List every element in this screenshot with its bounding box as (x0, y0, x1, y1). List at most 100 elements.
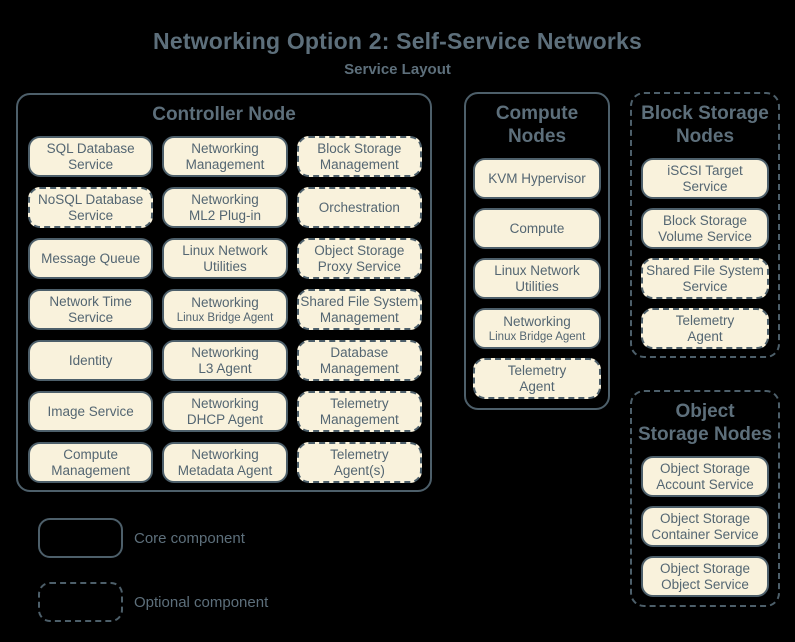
service-label: Object Storage (659, 510, 751, 526)
service-label: Object Service (661, 576, 749, 592)
service-label: Compute (63, 446, 119, 462)
node-block-storage-title: Block Storage Nodes (632, 102, 778, 148)
service-label: Proxy Service (317, 258, 401, 274)
service-label: Telemetry (675, 312, 735, 328)
service-label: Management (319, 309, 399, 325)
node-compute: Compute Nodes KVM Hypervisor Compute Lin… (464, 92, 610, 410)
legend-core-label: Core component (134, 529, 245, 547)
service-label: Linux Network (494, 262, 580, 278)
service-label: Utilities (515, 278, 559, 294)
service-label: Telemetry (330, 446, 389, 462)
service-label: Account Service (656, 476, 754, 492)
node-controller-title: Controller Node (18, 103, 430, 126)
page-title: Networking Option 2: Self-Service Networ… (153, 28, 642, 54)
service-label: Volume Service (658, 228, 752, 244)
service-label: Linux Network (182, 242, 268, 258)
node-title-line: Object (675, 401, 735, 422)
service-identity: Identity (28, 340, 154, 381)
service-label: Networking (191, 395, 259, 411)
service-label: Service (682, 278, 728, 294)
service-label: Service (682, 178, 728, 194)
node-title-line: Controller Node (152, 104, 296, 125)
service-label: Networking (191, 191, 259, 207)
service-label: Management (319, 156, 399, 172)
service-label: Service (68, 156, 114, 172)
service-label: L3 Agent (198, 360, 252, 376)
node-title-line: Compute (495, 103, 579, 124)
node-title-line: Block Storage (641, 103, 769, 124)
service-label: ML2 Plug-in (188, 207, 262, 223)
service-label: Utilities (203, 258, 247, 274)
service-message-queue: Message Queue (28, 238, 154, 279)
node-title-line: Nodes (675, 126, 735, 147)
node-compute-title: Compute Nodes (466, 102, 608, 148)
service-label: NoSQL Database (38, 191, 144, 207)
service-label: Compute (509, 220, 565, 236)
service-orchestration: Orchestration (296, 187, 422, 228)
service-label: DHCP Agent (186, 411, 264, 427)
service-label: Management (185, 156, 265, 172)
node-title-line: Storage Nodes (637, 424, 773, 445)
service-label: Message Queue (41, 250, 141, 266)
service-compute: Compute (473, 208, 601, 249)
service-label: Networking (191, 294, 259, 310)
node-title-line: Nodes (507, 126, 567, 147)
service-label: Management (51, 462, 131, 478)
page-subtitle: Service Layout (344, 61, 451, 78)
legend-core-swatch (38, 518, 123, 558)
service-label: Identity (68, 352, 113, 368)
service-label: KVM Hypervisor (488, 170, 586, 186)
service-label: Management (319, 360, 399, 376)
service-label: Metadata Agent (177, 462, 273, 478)
service-sublabel: Linux Bridge Agent (176, 311, 274, 324)
service-label: Telemetry (507, 362, 567, 378)
service-label: Orchestration (318, 199, 400, 215)
service-label: Networking (503, 313, 571, 329)
service-label: Networking (191, 344, 259, 360)
service-label: Networking (191, 446, 259, 462)
service-label: Object Storage (659, 460, 751, 476)
service-label: Shared File System (300, 293, 419, 309)
service-kvm-hypervisor: KVM Hypervisor (473, 158, 601, 199)
node-object-storage-title: Object Storage Nodes (632, 400, 778, 446)
service-label: Agent (519, 378, 555, 394)
service-label: Agent(s) (333, 462, 385, 478)
legend-optional-swatch (38, 582, 123, 622)
service-label: Image Service (47, 403, 134, 419)
service-label: Block Storage (662, 212, 748, 228)
service-label: SQL Database (46, 140, 135, 156)
service-label: Block Storage (317, 140, 402, 156)
service-label: Database (330, 344, 389, 360)
service-label: Service (68, 309, 114, 325)
service-label: Shared File System (646, 262, 764, 278)
service-label: Object Storage (659, 560, 751, 576)
legend-optional-label: Optional component (134, 593, 269, 611)
